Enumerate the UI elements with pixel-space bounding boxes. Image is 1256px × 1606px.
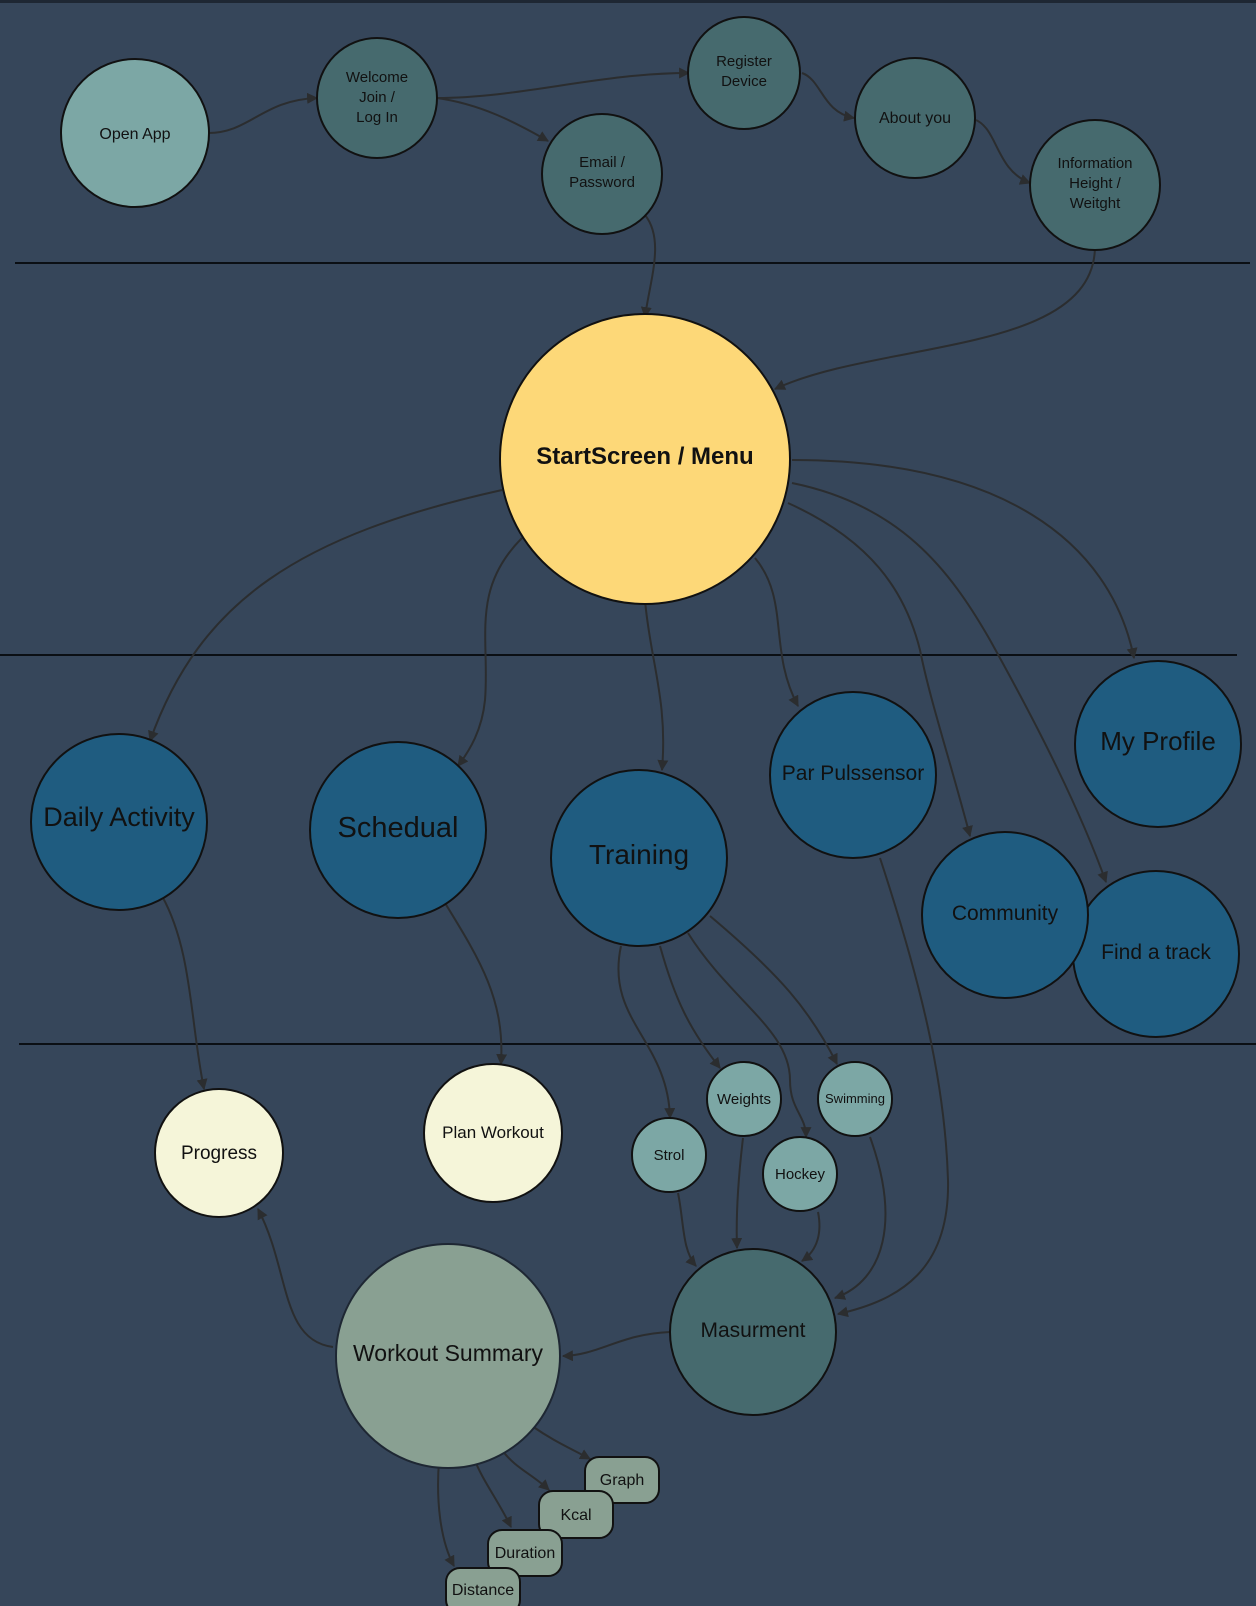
- node-hockey-label: Hockey: [775, 1166, 826, 1183]
- edge-training-hockey: [687, 932, 812, 1139]
- node-par-pulssensor-label: Par Pulssensor: [782, 762, 924, 785]
- edge-summary-progress: [257, 1208, 334, 1348]
- node-progress[interactable]: Progress: [154, 1088, 284, 1218]
- node-weights-label: Weights: [717, 1091, 771, 1108]
- node-swimming[interactable]: Swimming: [817, 1061, 893, 1137]
- node-register-device[interactable]: Register Device: [687, 16, 801, 130]
- edge-email-start: [640, 214, 657, 319]
- edge-start-training: [644, 599, 669, 772]
- edge-daily-progress: [161, 895, 208, 1091]
- node-workout-summary-label: Workout Summary: [353, 1340, 544, 1366]
- node-email-password-line-2: Password: [569, 174, 635, 191]
- node-graph-label: Graph: [600, 1472, 644, 1489]
- node-schedual-label: Schedual: [338, 812, 459, 844]
- node-weights[interactable]: Weights: [706, 1061, 782, 1137]
- edge-summary-duration: [473, 1457, 512, 1528]
- node-plan-workout-label: Plan Workout: [442, 1123, 544, 1142]
- node-find-a-track[interactable]: Find a track: [1072, 870, 1240, 1038]
- edge-about-information: [975, 119, 1032, 185]
- node-strol-label: Strol: [654, 1147, 685, 1164]
- node-masurment[interactable]: Masurment: [669, 1248, 837, 1416]
- edge-swimming-masurment: [833, 1136, 887, 1300]
- edge-start-community: [787, 502, 973, 838]
- node-training[interactable]: Training: [550, 769, 728, 947]
- node-find-a-track-label: Find a track: [1101, 941, 1211, 964]
- node-daily-activity-label: Daily Activity: [43, 802, 195, 832]
- node-information-line-1: Information: [1057, 155, 1132, 172]
- edge-masurment-summary: [561, 1331, 671, 1362]
- node-community-label: Community: [952, 902, 1059, 925]
- node-masurment-label: Masurment: [700, 1319, 805, 1342]
- node-register-device-line-1: Register: [716, 53, 772, 70]
- node-welcome[interactable]: Welcome Join / Log In: [316, 37, 438, 159]
- node-welcome-line-2: Join /: [359, 89, 396, 106]
- edge-hockey-masurment: [801, 1211, 821, 1262]
- edge-pulssensor-masurment: [836, 857, 950, 1318]
- edges: [148, 67, 1138, 1567]
- edge-schedual-planworkout: [444, 902, 508, 1066]
- node-start-screen-label: StartScreen / Menu: [536, 443, 753, 470]
- node-kcal[interactable]: Kcal: [538, 1490, 614, 1539]
- edge-openapp-welcome: [207, 92, 319, 134]
- node-schedual[interactable]: Schedual: [309, 741, 487, 919]
- node-workout-summary[interactable]: Workout Summary: [335, 1243, 561, 1469]
- node-strol[interactable]: Strol: [631, 1117, 707, 1193]
- edge-welcome-register: [436, 67, 691, 99]
- edge-training-weights: [659, 945, 721, 1069]
- section-dividers: [0, 262, 1256, 1045]
- node-register-device-line-2: Device: [721, 73, 767, 90]
- edge-strol-masurment: [677, 1192, 697, 1267]
- node-welcome-line-3: Log In: [356, 109, 398, 126]
- edge-start-daily: [148, 489, 503, 743]
- edge-start-pulssensor: [754, 557, 799, 707]
- node-training-label: Training: [589, 839, 689, 870]
- edge-welcome-email: [436, 97, 549, 142]
- node-welcome-line-1: Welcome: [346, 69, 408, 86]
- node-kcal-label: Kcal: [560, 1507, 591, 1524]
- edge-training-strol: [617, 945, 676, 1120]
- edge-weights-masurment: [731, 1137, 744, 1250]
- node-about-you[interactable]: About you: [854, 57, 976, 179]
- edge-training-swimming: [709, 915, 838, 1065]
- node-plan-workout[interactable]: Plan Workout: [423, 1063, 563, 1203]
- node-hockey[interactable]: Hockey: [762, 1136, 838, 1212]
- edge-start-schedual: [457, 537, 523, 767]
- node-information[interactable]: Information Height / Weitght: [1029, 119, 1161, 251]
- edge-start-findtrack: [791, 482, 1108, 884]
- node-my-profile-label: My Profile: [1100, 726, 1216, 756]
- node-my-profile[interactable]: My Profile: [1074, 660, 1242, 828]
- edge-register-about: [801, 72, 856, 122]
- node-open-app-label: Open App: [99, 126, 170, 143]
- node-daily-activity[interactable]: Daily Activity: [30, 733, 208, 911]
- node-information-line-3: Weitght: [1070, 195, 1121, 212]
- node-progress-label: Progress: [181, 1143, 257, 1164]
- node-duration-label: Duration: [495, 1545, 555, 1562]
- node-par-pulssensor[interactable]: Par Pulssensor: [769, 691, 937, 859]
- node-email-password-line-1: Email /: [579, 154, 626, 171]
- node-distance[interactable]: Distance: [445, 1567, 521, 1606]
- node-duration[interactable]: Duration: [487, 1529, 563, 1577]
- edge-summary-kcal: [501, 1449, 550, 1491]
- node-distance-label: Distance: [452, 1582, 514, 1599]
- node-about-you-label: About you: [879, 110, 951, 127]
- edge-summary-distance: [437, 1460, 455, 1567]
- node-community[interactable]: Community: [921, 831, 1089, 999]
- edge-start-myprofile: [791, 459, 1138, 660]
- node-email-password[interactable]: Email / Password: [541, 113, 663, 235]
- edge-summary-graph: [531, 1425, 591, 1460]
- node-swimming-label: Swimming: [825, 1091, 885, 1106]
- node-open-app[interactable]: Open App: [60, 58, 210, 208]
- edge-information-start: [774, 245, 1096, 390]
- node-start-screen[interactable]: StartScreen / Menu: [499, 313, 791, 605]
- top-border: [0, 0, 1256, 3]
- node-information-line-2: Height /: [1069, 175, 1122, 192]
